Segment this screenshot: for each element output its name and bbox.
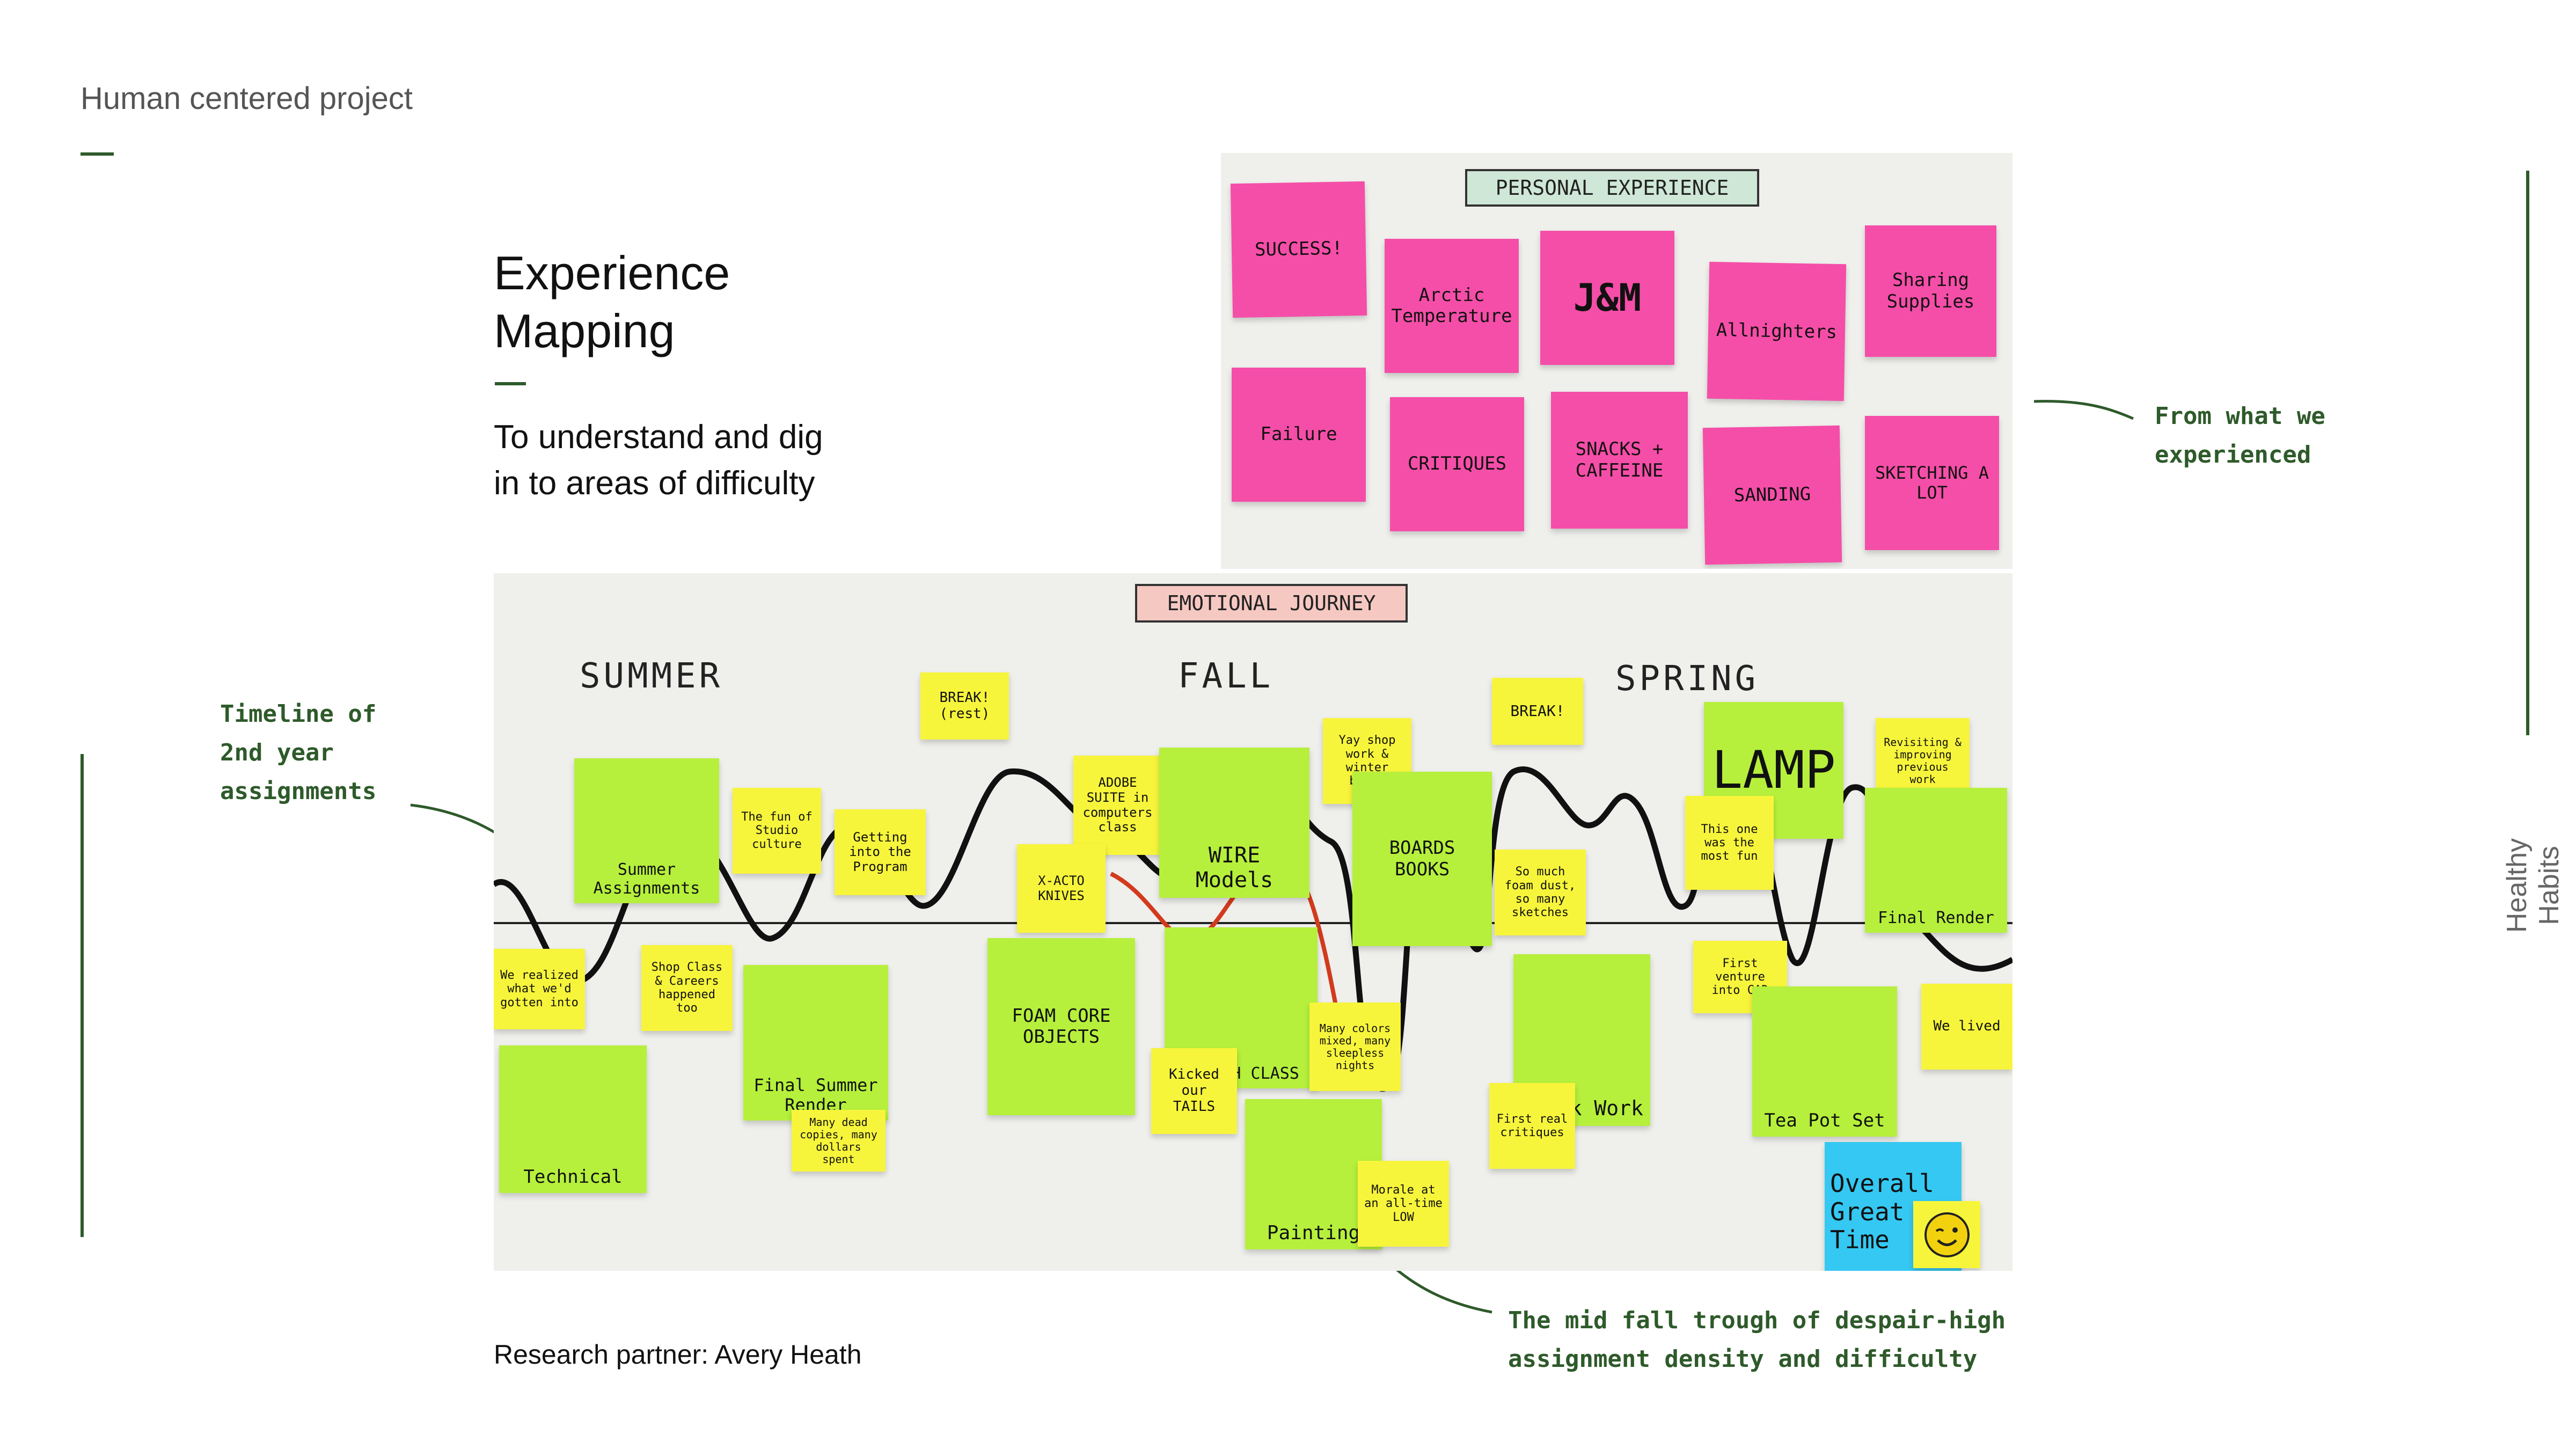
personal-experience-banner: PERSONAL EXPERIENCE bbox=[1465, 169, 1759, 207]
annotation-line: assignment density and difficulty bbox=[1508, 1340, 2006, 1379]
sticky-jm-supplies: J&M bbox=[1540, 231, 1674, 365]
sticky-xacto-knives: X-ACTO KNIVES bbox=[1017, 844, 1106, 933]
sticky-adobe-suite: ADOBE SUITE in computers class bbox=[1073, 756, 1162, 855]
annotation-timeline: Timeline of 2nd year assignments bbox=[220, 695, 376, 811]
page-title: Experience Mapping bbox=[494, 244, 730, 360]
sticky-kicked-tails: Kicked our TAILS bbox=[1151, 1048, 1237, 1134]
research-partner: Research partner: Avery Heath bbox=[494, 1339, 862, 1370]
sticky-success: SUCCESS! bbox=[1231, 181, 1367, 318]
project-label: Human centered project bbox=[80, 80, 413, 116]
emotional-journey-banner: EMOTIONAL JOURNEY bbox=[1135, 584, 1408, 623]
right-vertical-rule bbox=[2526, 171, 2529, 735]
sticky-boards-books: BOARDS BOOKS bbox=[1352, 772, 1492, 946]
sticky-dead-copies: Many dead copies, many dollars spent bbox=[792, 1110, 885, 1172]
annotation-line: The mid fall trough of despair-high bbox=[1508, 1301, 2006, 1340]
sticky-failure: Failure bbox=[1232, 368, 1366, 502]
sticky-wire-models: WIRE Models bbox=[1159, 748, 1309, 898]
sticky-most-fun: This one was the most fun bbox=[1685, 796, 1774, 890]
sticky-smiley bbox=[1913, 1201, 1980, 1268]
sticky-we-lived: We lived bbox=[1921, 984, 2012, 1070]
season-spring: SPRING bbox=[1615, 659, 1759, 699]
sticky-many-colors: Many colors mixed, many sleepless nights bbox=[1309, 1002, 1401, 1091]
annotation-line: assignments bbox=[220, 772, 376, 811]
annotation-line: Timeline of bbox=[220, 695, 376, 734]
sticky-summer-assignments: Summer Assignments bbox=[574, 758, 719, 903]
sticky-break-1: BREAK! (rest) bbox=[920, 672, 1009, 740]
season-fall: FALL bbox=[1178, 656, 1274, 696]
sticky-allnighters: Allnighters bbox=[1707, 262, 1846, 401]
sticky-realized: We realized what we'd gotten into bbox=[494, 949, 585, 1029]
sticky-arctic-temperature: Arctic Temperature bbox=[1385, 239, 1519, 373]
sticky-technical: Technical bbox=[499, 1045, 647, 1193]
sticky-sketching-a-lot: SKETCHING A LOT bbox=[1865, 416, 1999, 550]
title-accent-rule bbox=[495, 382, 526, 385]
page-title-line-1: Experience bbox=[494, 244, 730, 302]
sticky-foam-core: FOAM CORE OBJECTS bbox=[987, 938, 1135, 1115]
sticky-break-2: BREAK! bbox=[1492, 678, 1583, 745]
sticky-first-critiques: First real critiques bbox=[1489, 1083, 1575, 1169]
sticky-final-summer-render: Final Summer Render bbox=[743, 965, 888, 1121]
annotation-from-experience: From what we experienced bbox=[2155, 397, 2325, 474]
sticky-snacks-caffeine: SNACKS + CAFFEINE bbox=[1551, 392, 1688, 529]
annotation-line: experienced bbox=[2155, 436, 2325, 474]
sticky-tea-pot-set: Tea Pot Set bbox=[1752, 986, 1897, 1137]
annotation-line: From what we bbox=[2155, 397, 2325, 436]
sticky-sanding: SANDING bbox=[1703, 426, 1842, 565]
page-subtitle-line-1: To understand and dig bbox=[494, 414, 823, 460]
annotation-trough: The mid fall trough of despair-high assi… bbox=[1508, 1301, 2006, 1379]
sticky-shop-class: Shop Class & Careers happened too bbox=[641, 945, 733, 1031]
vertical-section-label: Healthy Habits bbox=[2501, 800, 2565, 971]
sticky-sharing-supplies: Sharing Supplies bbox=[1865, 225, 1996, 357]
sticky-final-render: Final Render bbox=[1865, 788, 2007, 933]
sticky-critiques: CRITIQUES bbox=[1390, 397, 1524, 531]
sticky-getting-into-program: Getting into the Program bbox=[835, 809, 926, 895]
sticky-studio-culture: The fun of Studio culture bbox=[733, 788, 821, 874]
wink-face-icon bbox=[1923, 1211, 1971, 1259]
page-title-line-2: Mapping bbox=[494, 302, 730, 360]
emotional-journey-photo: EMOTIONAL JOURNEY SUMMER FALL SPRING Sum… bbox=[494, 573, 2012, 1271]
header-accent-rule bbox=[80, 152, 114, 156]
sticky-foam-dust: So much foam dust, so many sketches bbox=[1495, 850, 1586, 935]
left-vertical-rule bbox=[80, 754, 84, 1237]
personal-experience-photo: PERSONAL EXPERIENCE SUCCESS! Arctic Temp… bbox=[1221, 153, 2012, 569]
annotation-line: 2nd year bbox=[220, 734, 376, 772]
page-subtitle: To understand and dig in to areas of dif… bbox=[494, 414, 823, 507]
leader-from-experience bbox=[2034, 401, 2133, 419]
leader-trough bbox=[1390, 1264, 1492, 1312]
sticky-morale-low: Morale at an all-time LOW bbox=[1358, 1161, 1449, 1247]
season-summer: SUMMER bbox=[580, 656, 723, 696]
page-subtitle-line-2: in to areas of difficulty bbox=[494, 460, 823, 507]
